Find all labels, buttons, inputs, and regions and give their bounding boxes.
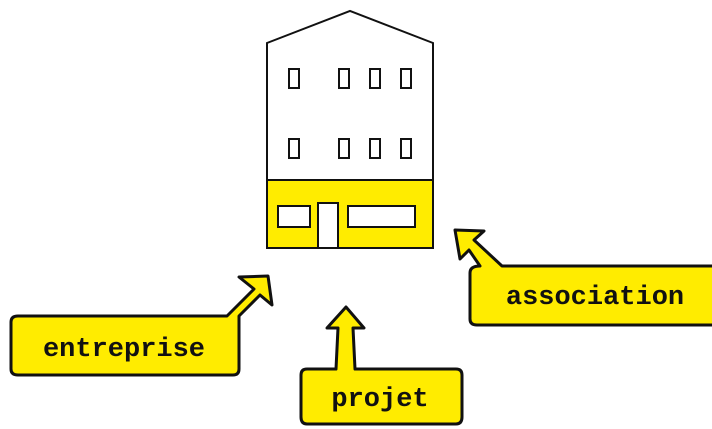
shop-window-right [347, 205, 416, 228]
callout-association: association [453, 228, 712, 327]
callout-entreprise: entreprise [9, 274, 274, 377]
window [369, 68, 381, 89]
upper-floor-windows [288, 68, 412, 89]
window [338, 68, 350, 89]
projet-label: projet [331, 385, 428, 415]
entreprise-label: entreprise [43, 335, 205, 365]
window [400, 68, 412, 89]
building [266, 9, 434, 249]
window [338, 138, 350, 159]
building-facade [266, 9, 434, 181]
shop-door [317, 202, 339, 249]
window [288, 138, 300, 159]
callout-association-shape [453, 228, 712, 327]
window [400, 138, 412, 159]
association-label: association [506, 283, 684, 313]
callout-projet: projet [299, 305, 464, 426]
shop-window-left [277, 205, 311, 228]
callout-entreprise-shape [9, 274, 274, 377]
middle-floor-windows [288, 138, 412, 159]
callout-projet-shape [299, 305, 464, 426]
window [288, 68, 300, 89]
window [369, 138, 381, 159]
